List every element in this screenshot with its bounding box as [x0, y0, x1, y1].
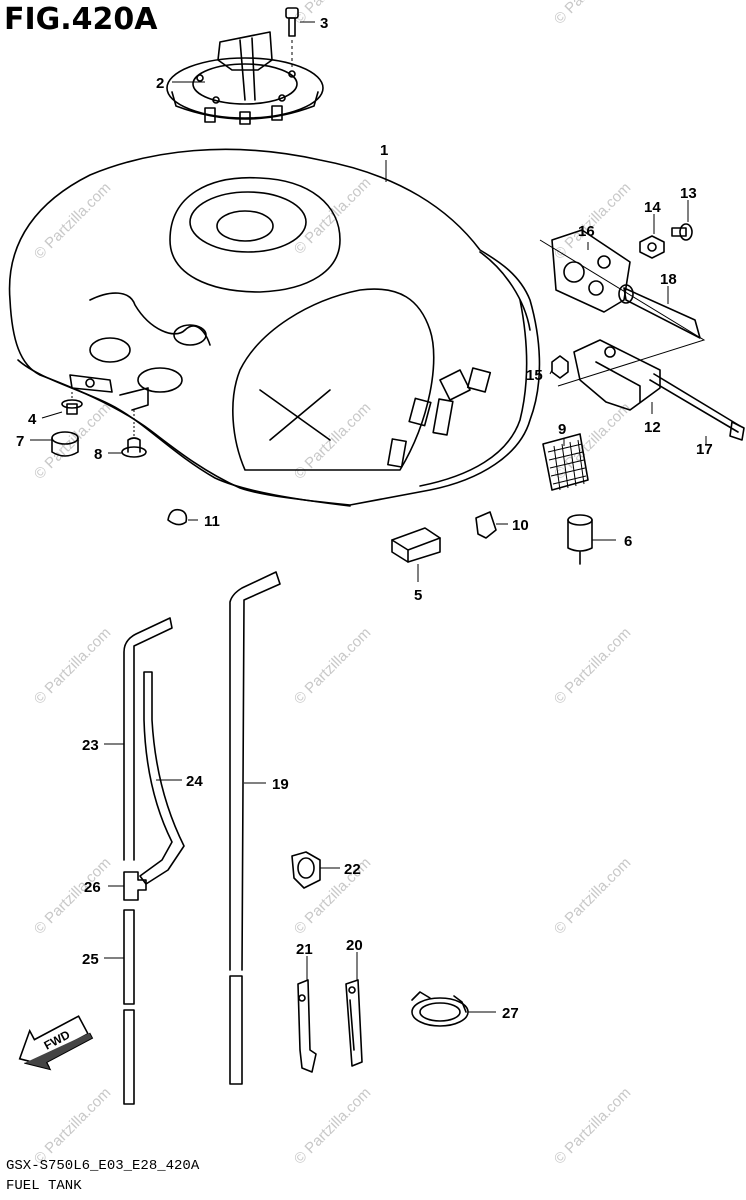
part-23-hose [123, 617, 173, 861]
part-21-band [297, 979, 317, 1073]
callout-17: 17 [696, 441, 713, 458]
callout-27: 27 [502, 1005, 519, 1022]
callout-10: 10 [512, 517, 529, 534]
watermark: © Partzilla.com [291, 1084, 374, 1167]
part-14-nut [639, 235, 665, 259]
callout-8: 8 [94, 446, 102, 463]
part-7-cushion [51, 431, 79, 457]
part-3-screw [285, 7, 299, 68]
part-5-cushion [391, 527, 441, 563]
callout-9: 9 [558, 421, 566, 438]
part-1-fuel-tank [8, 148, 541, 507]
part-22-clamp [291, 851, 321, 889]
callout-19: 19 [272, 776, 289, 793]
part-11-cap [167, 508, 188, 526]
watermark: © Partzilla.com [551, 624, 634, 707]
callout-18: 18 [660, 271, 677, 288]
part-4-bolt [61, 392, 83, 415]
part-15-bolt [551, 355, 569, 379]
watermark: © Partzilla.com [31, 854, 114, 937]
part-20-band [345, 979, 363, 1067]
part-17-bolt [649, 373, 745, 441]
diagram-caption: FUEL TANK [6, 1178, 82, 1194]
watermark: © Partzilla.com [31, 1084, 114, 1167]
watermark: © Partzilla.com [551, 179, 634, 262]
callout-25: 25 [82, 951, 99, 968]
figure-title: FIG.420A [4, 2, 158, 37]
callout-2: 2 [156, 75, 164, 92]
fwd-arrow-icon: FWD [18, 1015, 94, 1071]
callout-3: 3 [320, 15, 328, 32]
part-13-bolt [671, 223, 693, 241]
part-25-hose [123, 909, 135, 1105]
part-18-pipe [618, 284, 701, 339]
watermark: © Partzilla.com [551, 0, 634, 28]
callout-21: 21 [296, 941, 313, 958]
part-8-grommet [121, 410, 147, 458]
callout-labels: 1 2 3 4 5 6 7 8 9 10 11 12 13 14 15 16 1… [16, 15, 713, 1022]
watermarks: © Partzilla.com © Partzilla.com © Partzi… [31, 0, 634, 1168]
watermark: © Partzilla.com [291, 854, 374, 937]
part-6-damper [567, 514, 593, 565]
callout-12: 12 [644, 419, 661, 436]
part-19-hose [229, 571, 281, 1085]
watermark: © Partzilla.com [551, 854, 634, 937]
part-26-joint [123, 871, 147, 901]
callout-11: 11 [204, 513, 220, 530]
callout-24: 24 [186, 773, 203, 790]
part-27-clamp [411, 991, 469, 1027]
watermark: © Partzilla.com [291, 624, 374, 707]
diagram-code: GSX-S750L6_E03_E28_420A [6, 1158, 200, 1174]
callout-16: 16 [578, 223, 595, 240]
callout-4: 4 [28, 411, 37, 428]
part-2-fuel-cap [166, 31, 324, 125]
part-24-hose [139, 671, 185, 885]
callout-22: 22 [344, 861, 361, 878]
callout-1: 1 [380, 142, 388, 159]
watermark: © Partzilla.com [31, 179, 114, 262]
watermark: © Partzilla.com [551, 399, 634, 482]
part-10-cap [475, 511, 497, 539]
part-16-bracket [539, 229, 706, 387]
watermark: © Partzilla.com [551, 1084, 634, 1167]
callout-20: 20 [346, 937, 363, 954]
part-12-bracket [573, 339, 661, 411]
callout-15: 15 [526, 367, 543, 384]
callout-14: 14 [644, 199, 661, 216]
watermark: © Partzilla.com [31, 399, 114, 482]
watermark: © Partzilla.com [31, 624, 114, 707]
part-9-pad [542, 433, 589, 491]
callout-26: 26 [84, 879, 101, 896]
callout-13: 13 [680, 185, 697, 202]
callout-7: 7 [16, 433, 24, 450]
callout-6: 6 [624, 533, 632, 550]
callout-5: 5 [414, 587, 422, 604]
watermark: © Partzilla.com [291, 0, 374, 28]
callout-23: 23 [82, 737, 99, 754]
leader-lines [30, 21, 707, 1013]
